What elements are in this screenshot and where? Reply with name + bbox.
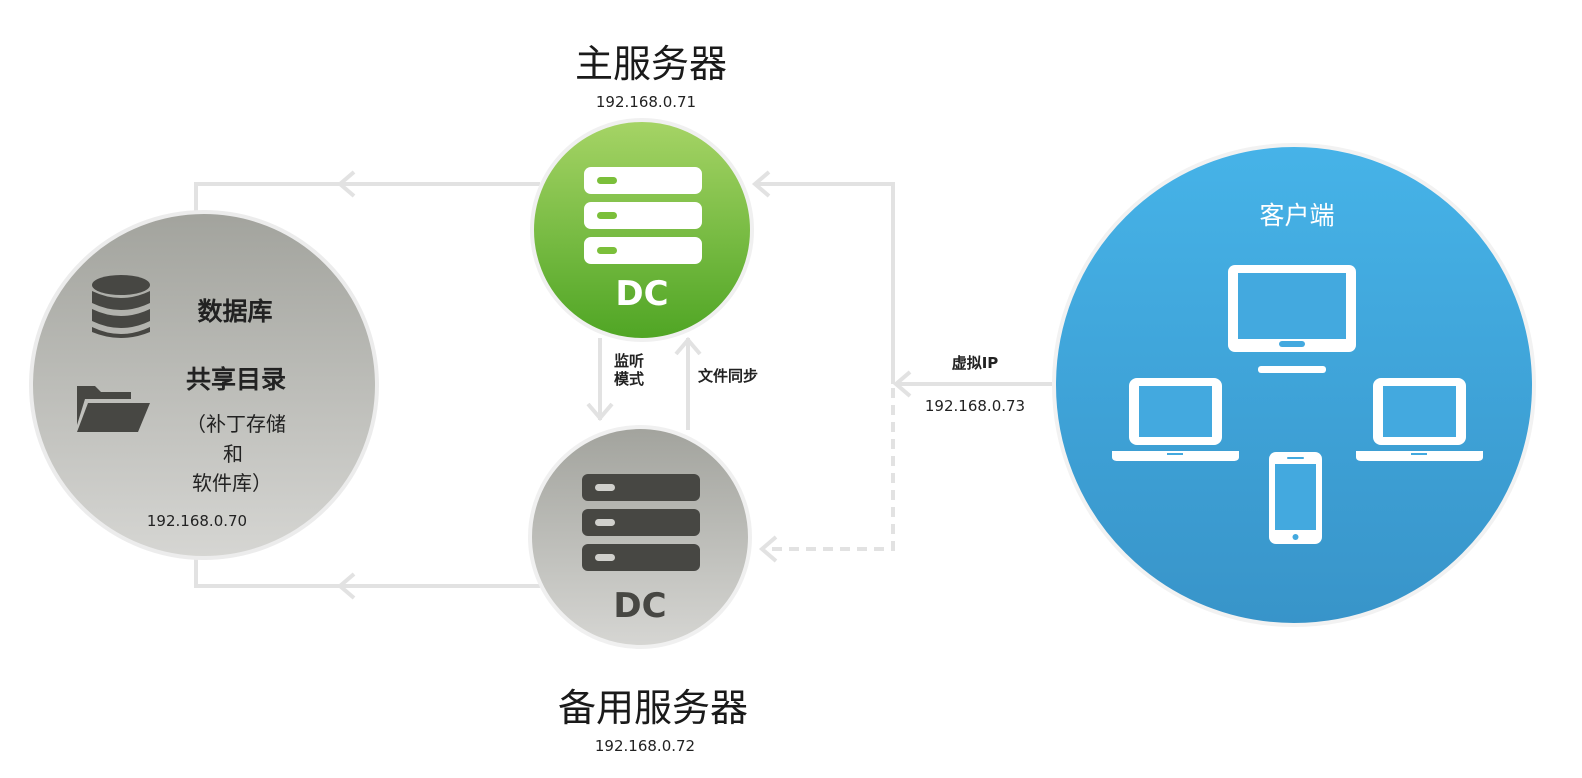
folder-open-icon	[77, 386, 150, 432]
listen-mode-label-line1: 监听	[614, 352, 644, 370]
storage-ip: 192.168.0.70	[147, 512, 247, 530]
primary-server-node: DC	[530, 118, 754, 342]
primary-server-dc-label: DC	[615, 274, 668, 314]
backup-server-ip: 192.168.0.72	[595, 737, 695, 755]
client-to-primary-arrowhead	[751, 170, 771, 198]
virtual-ip-label: 虚拟IP	[952, 354, 999, 372]
file-sync-arrowhead	[674, 336, 702, 356]
shared-dir-note-line3: 软件库）	[192, 471, 272, 495]
client-to-backup-arrowhead	[758, 535, 778, 563]
connector-lines	[194, 170, 1054, 600]
backup-to-storage-arrowhead	[336, 572, 356, 600]
primary-server-title: 主服务器	[575, 42, 727, 86]
virtual-ip-address: 192.168.0.73	[925, 397, 1025, 415]
backup-server-node: DC	[528, 425, 752, 649]
shared-dir-label: 共享目录	[186, 365, 286, 394]
database-icon	[92, 275, 150, 338]
shared-dir-note-line2: 和	[223, 442, 243, 466]
server-rack-icon	[582, 474, 700, 571]
primary-server-ip: 192.168.0.71	[596, 93, 696, 111]
primary-to-storage-line	[194, 182, 540, 212]
listen-mode-label-line2: 模式	[614, 370, 644, 388]
laptop-icon	[1112, 378, 1239, 461]
backup-server-title: 备用服务器	[558, 686, 748, 730]
database-label: 数据库	[197, 297, 272, 326]
backup-server-dc-label: DC	[613, 586, 666, 626]
client-title: 客户端	[1259, 201, 1334, 230]
server-rack-icon	[584, 167, 702, 264]
backup-to-storage-line	[194, 558, 540, 588]
client-to-primary-line	[755, 182, 895, 384]
virtual-ip-arrowhead	[892, 370, 912, 398]
monitor-icon	[1228, 265, 1356, 373]
client-node: 客户端	[1052, 143, 1536, 627]
storage-node: 数据库 共享目录 （补丁存储 和 软件库） 192.168.0.70	[29, 210, 379, 560]
primary-to-storage-arrowhead	[336, 170, 356, 198]
laptop-icon	[1356, 378, 1483, 461]
shared-dir-note-line1: （补丁存储	[186, 412, 286, 436]
listen-mode-arrowhead	[586, 402, 614, 422]
file-sync-label: 文件同步	[698, 367, 758, 385]
phone-icon	[1269, 452, 1322, 544]
client-to-backup-dashed-line	[762, 388, 895, 551]
